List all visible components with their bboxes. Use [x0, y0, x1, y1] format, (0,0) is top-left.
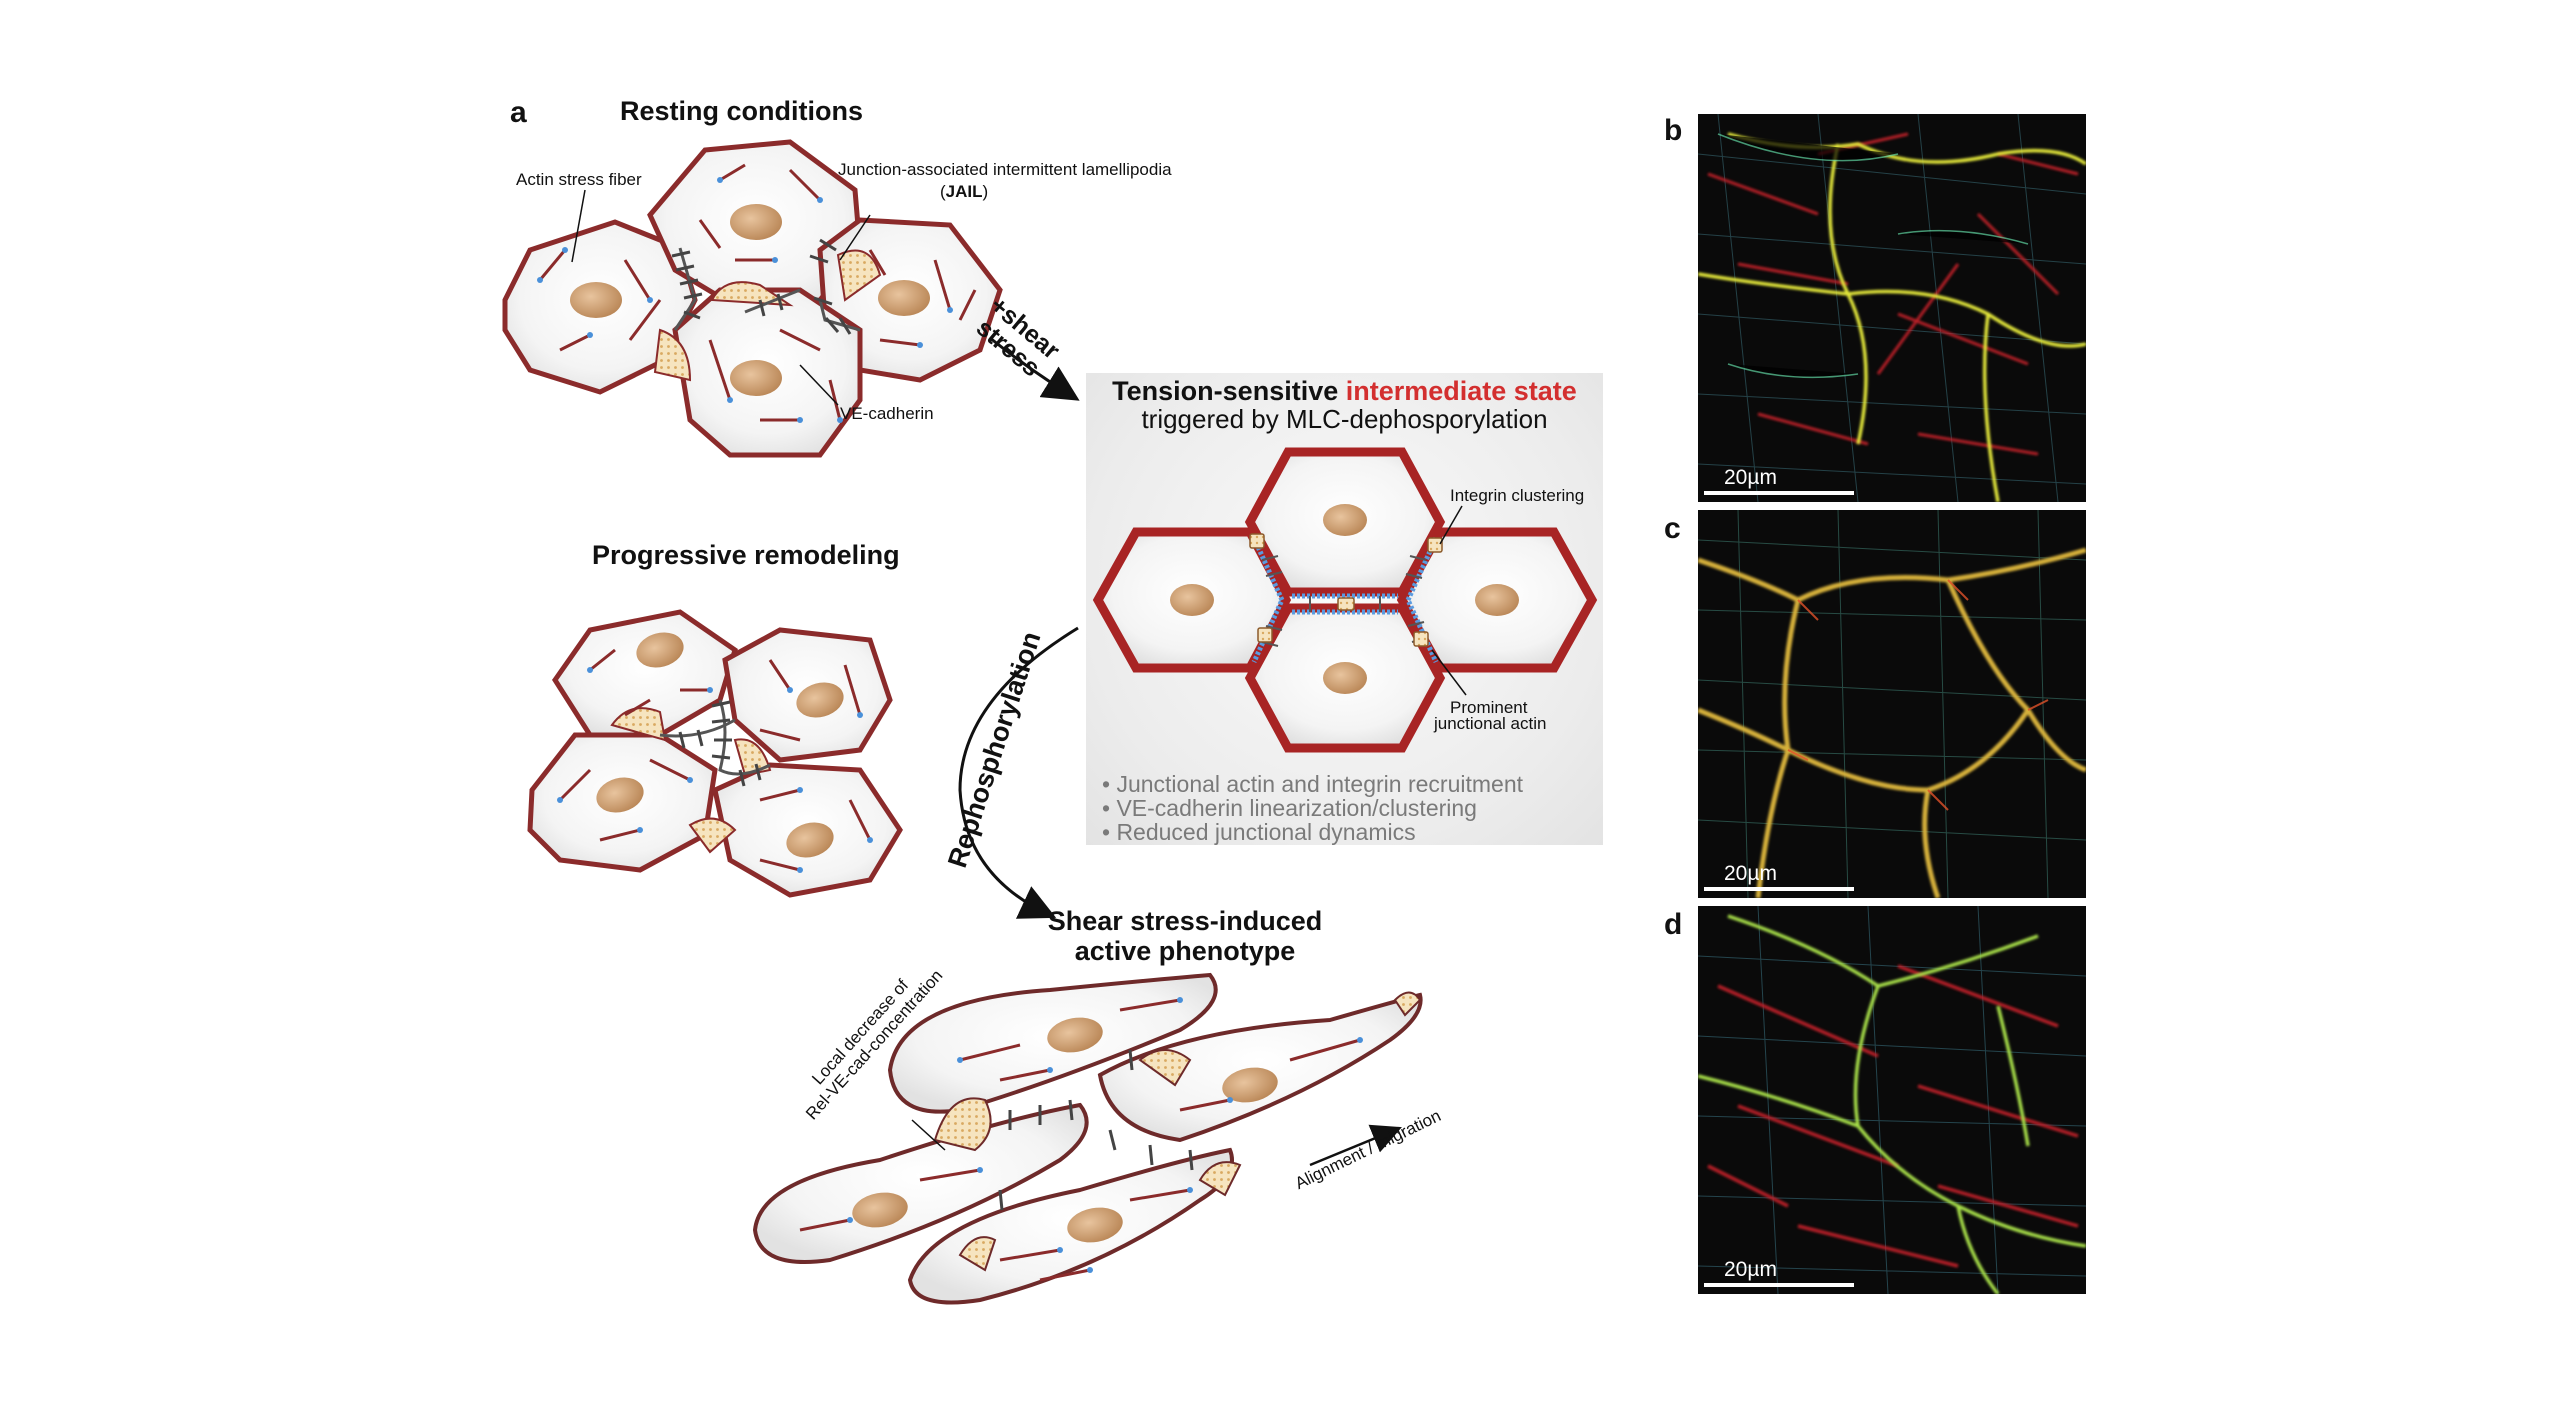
active-jail [958, 1236, 997, 1272]
resting-jail [653, 328, 692, 382]
resting-nucleus [878, 280, 930, 316]
nucleus [1323, 504, 1367, 536]
resting-nucleus [730, 360, 782, 396]
panel-letter-c: c [1664, 512, 1681, 545]
micrograph-c: 20µm [1698, 510, 2086, 898]
nucleus [1475, 584, 1519, 616]
bullet-item: • Reduced junctional dynamics [1102, 819, 1416, 845]
active-jail [933, 1097, 992, 1152]
nucleus [1323, 662, 1367, 694]
active-jail [1198, 1161, 1242, 1197]
active-cell [1097, 992, 1423, 1143]
micrograph-b: 20µm [1698, 114, 2086, 502]
active-nucleus [852, 1192, 908, 1228]
active-title-line1: Shear stress-induced [1047, 906, 1323, 936]
rephosphorylation-arrow [958, 626, 1079, 919]
progressive-nucleus [796, 682, 844, 718]
progressive-title: Progressive remodeling [592, 540, 900, 570]
scale-bar: 20µm [1698, 462, 1878, 502]
label-actin-stress-fiber: Actin stress fiber [516, 170, 642, 189]
micrograph-d: 20µm [1698, 906, 2086, 1294]
intermediate-bullets: • Junctional actin and integrin recruitm… [1102, 772, 1523, 844]
alignment-arrow [1309, 1124, 1402, 1167]
resting-nucleus [730, 204, 782, 240]
resting-nucleus [570, 282, 622, 318]
bullet-item: • Junctional actin and integrin recruitm… [1102, 771, 1523, 797]
label-jail-line2: (JAIL) [940, 182, 989, 201]
active-jail [1393, 991, 1422, 1017]
intermediate-title: Tension-sensitive intermediate state [1112, 376, 1577, 406]
progressive-nucleus [786, 822, 834, 858]
shear-stress-arrow [989, 336, 1080, 401]
active-jail [1138, 1049, 1192, 1087]
bullet-item: • VE-cadherin linearization/clustering [1102, 795, 1477, 821]
progressive-cells [527, 609, 903, 898]
active-nucleus [1222, 1067, 1278, 1103]
active-nucleus [1047, 1017, 1103, 1053]
progressive-nucleus [596, 777, 644, 813]
scale-bar: 20µm [1698, 1254, 1878, 1294]
panel-letter-b: b [1664, 114, 1683, 147]
active-title-line2: active phenotype [1074, 936, 1296, 966]
intermediate-subtitle: triggered by MLC-dephosporylation [1141, 404, 1548, 434]
panel-letter-d: d [1664, 908, 1683, 941]
intermediate-hexagons [1092, 447, 1598, 753]
active-nucleus [1067, 1207, 1123, 1243]
progressive-nucleus [636, 632, 684, 668]
resting-cells [502, 139, 1003, 458]
active-cells [752, 972, 1423, 1305]
label-jail-line1: Junction-associated intermittent lamelli… [838, 160, 1172, 179]
resting-jail [710, 281, 794, 307]
label-junctional-actin: junctional actin [1434, 714, 1547, 733]
label-integrin-clustering: Integrin clustering [1450, 486, 1585, 505]
resting-title: Resting conditions [620, 96, 863, 126]
integrin-clusters [1249, 533, 1443, 647]
schematic-illustration [502, 139, 1597, 1305]
nucleus [1170, 584, 1214, 616]
scale-bar: 20µm [1698, 858, 1878, 898]
label-prominent: Prominent [1450, 698, 1528, 717]
progressive-jail [733, 738, 772, 777]
progressive-jail [688, 817, 737, 854]
panel-letter-a: a [510, 96, 527, 129]
label-ve-cadherin: VE-cadherin [840, 404, 934, 423]
